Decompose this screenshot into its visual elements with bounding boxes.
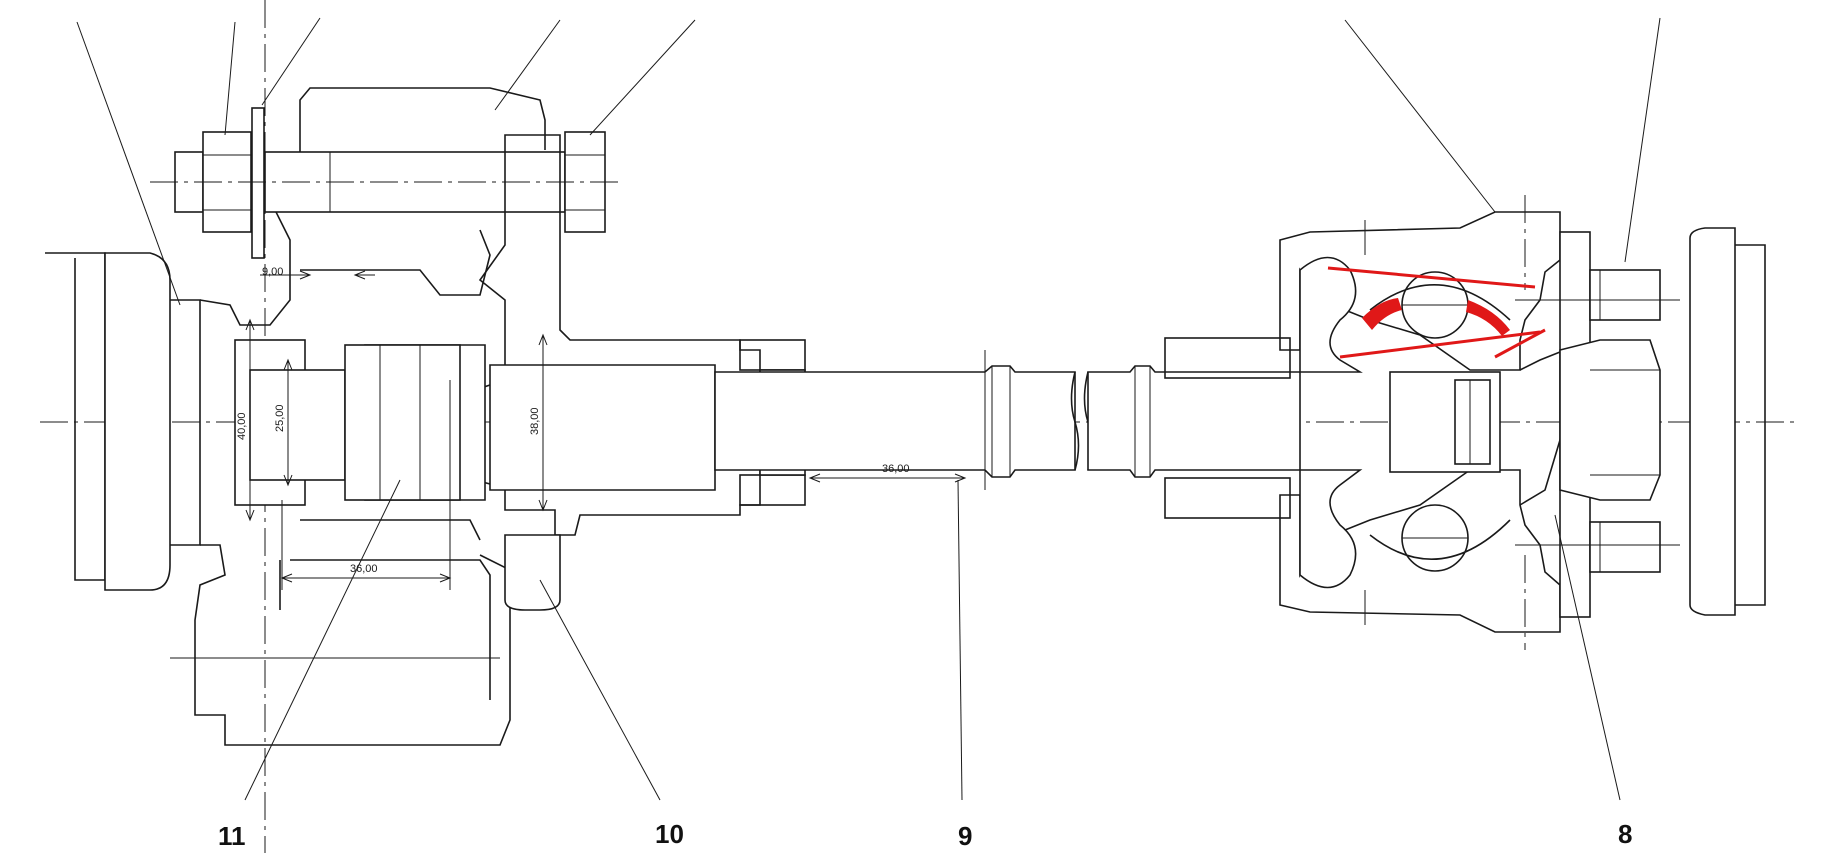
dimension-len-shaft-label: 36,00 [882, 463, 910, 475]
dimension-d38-label: 38,00 [529, 407, 541, 435]
knuckle-bolt [150, 107, 620, 259]
callout-10: 10 [655, 819, 684, 849]
callout-11: 11 [218, 821, 246, 851]
callout-9: 9 [958, 821, 972, 851]
red-fill-right [1466, 300, 1510, 336]
dimension-length-left: 36,00 [280, 380, 452, 590]
red-line-lower-2 [1494, 328, 1546, 359]
dimension-d25-label: 25,00 [274, 404, 286, 432]
red-fill-left [1362, 298, 1402, 330]
lower-boss [504, 534, 561, 611]
left-wheel-hub [45, 252, 201, 591]
hub-bore [234, 339, 461, 506]
dimension-length-shaft: 36,00 [808, 463, 967, 483]
dimension-gap-label: 9,00 [262, 266, 283, 278]
cv-joint-assembly [1164, 195, 1766, 650]
red-highlight-annotations [1327, 266, 1546, 359]
dimension-bore: 38,00 [529, 333, 548, 512]
dimension-len-left-label: 36,00 [350, 563, 378, 575]
drive-shaft [714, 350, 1301, 490]
callout-8: 8 [1618, 819, 1632, 849]
dimension-d40-label: 40,00 [236, 412, 248, 440]
leader-lines [76, 17, 1661, 801]
dimension-diameters: 40,00 25,00 [236, 318, 293, 522]
dimension-gap: 9,00 [260, 266, 375, 280]
red-line-lower-1 [1339, 330, 1541, 359]
red-line-upper [1327, 266, 1536, 289]
